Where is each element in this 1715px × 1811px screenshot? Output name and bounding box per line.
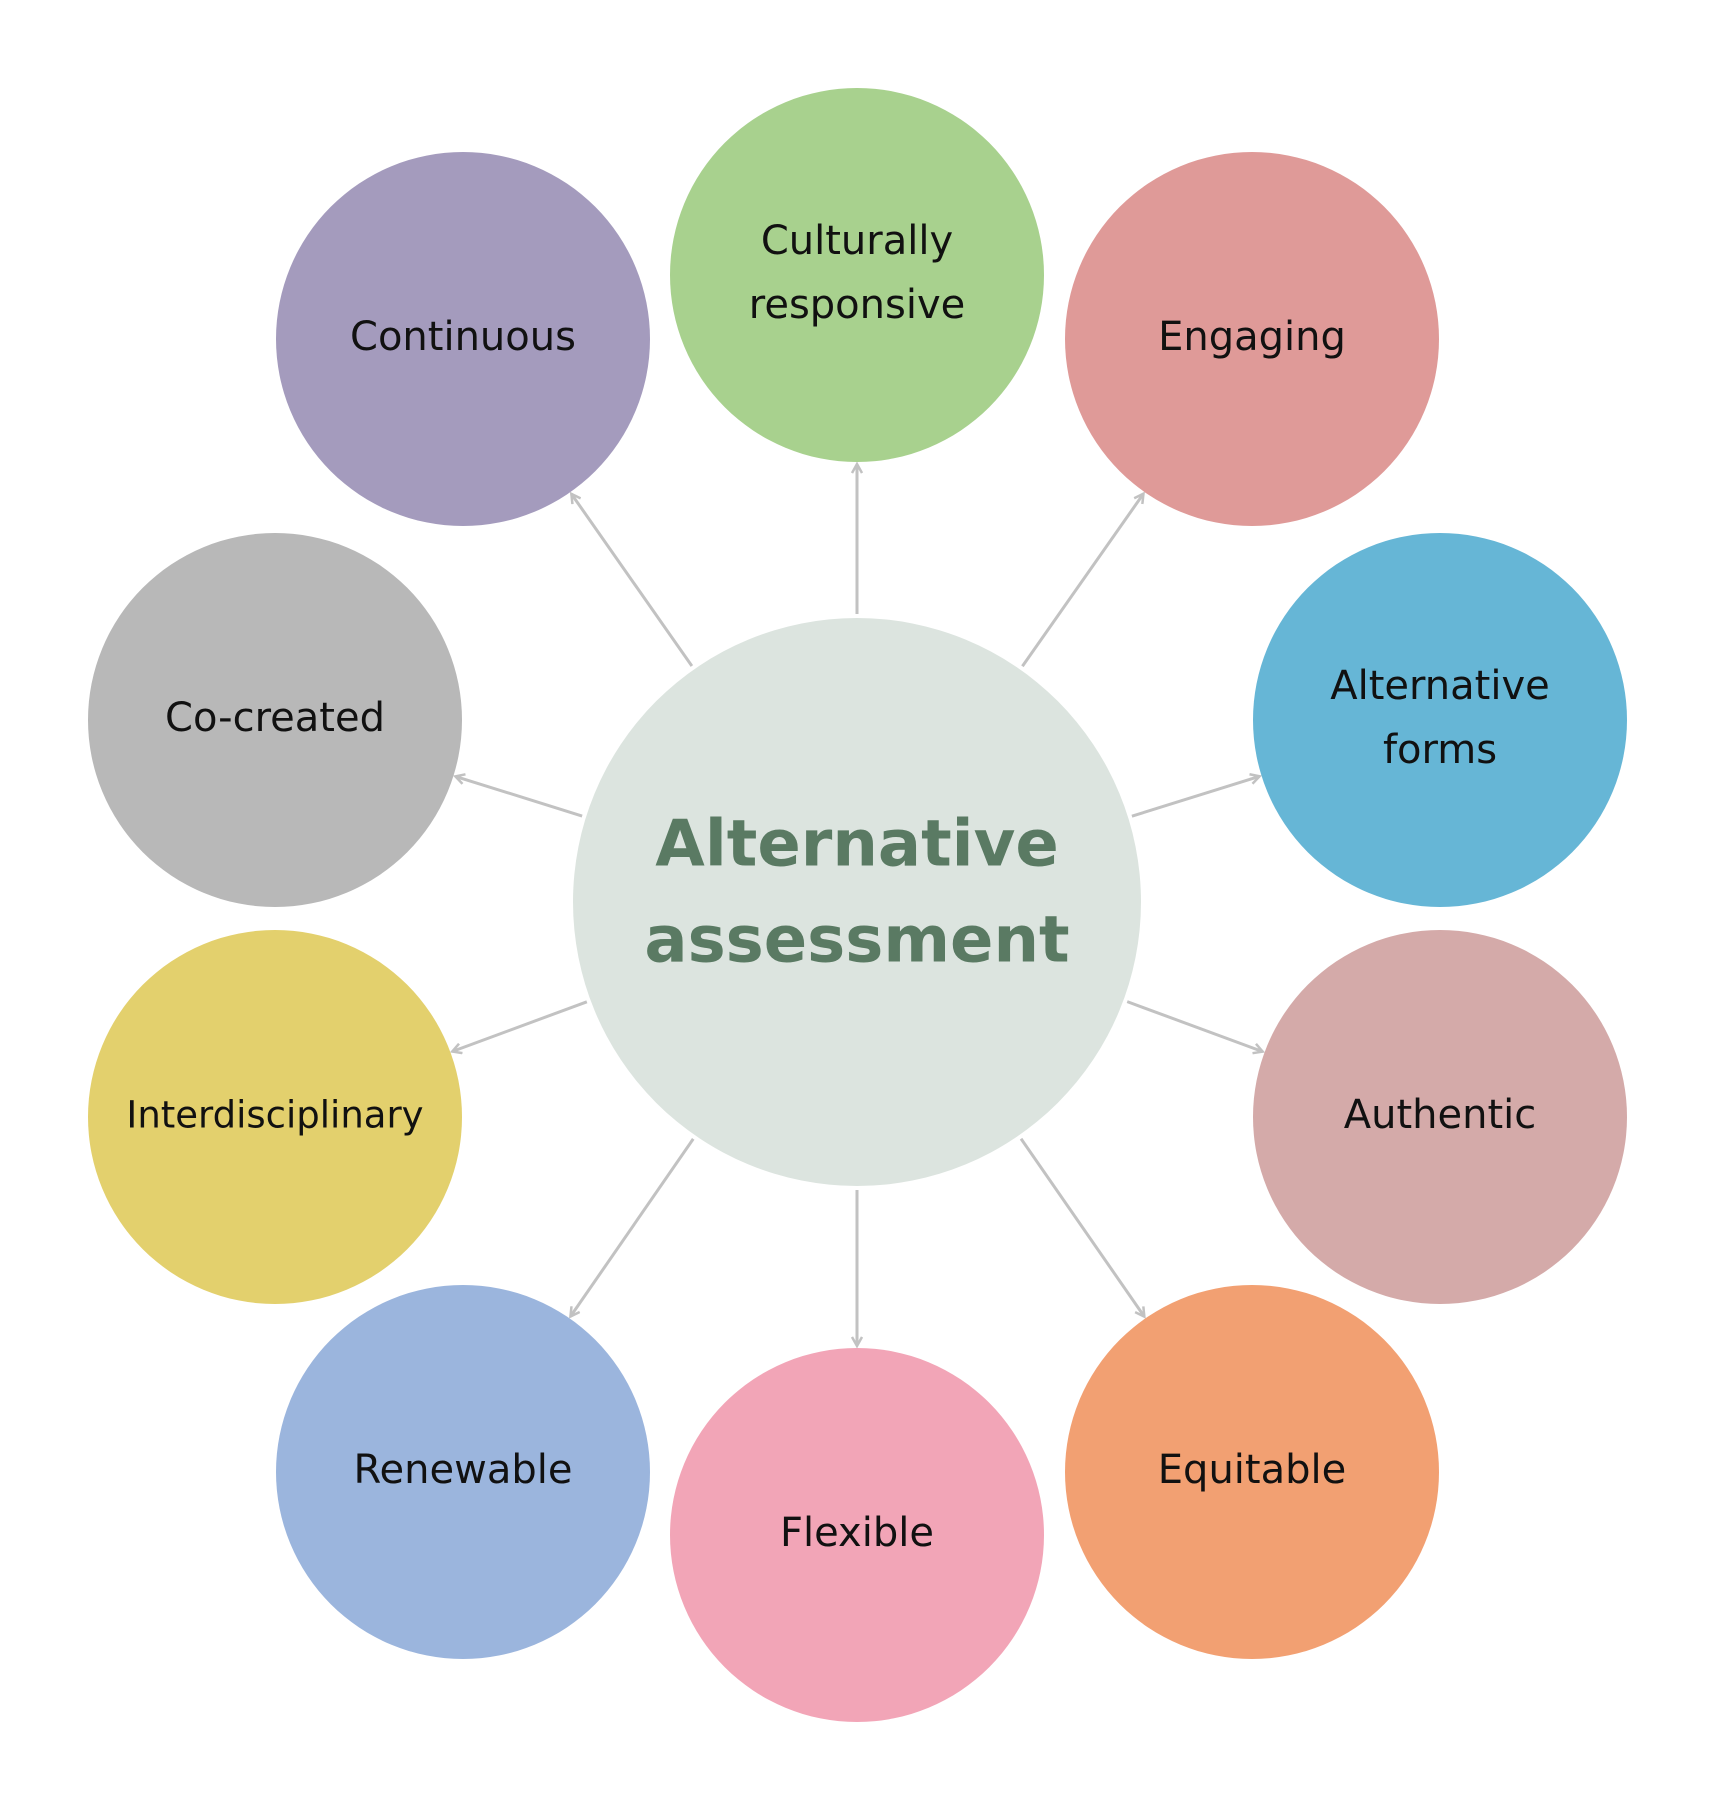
node-circle-alternative-forms bbox=[1253, 533, 1627, 907]
node-label-equitable: Equitable bbox=[1158, 1447, 1346, 1493]
node-co-created: Co-created bbox=[88, 533, 462, 907]
node-circle-renewable bbox=[276, 1285, 650, 1659]
node-circle-culturally-responsive bbox=[670, 88, 1044, 462]
arrow-equitable bbox=[1019, 1137, 1144, 1317]
node-label-co-created: Co-created bbox=[165, 695, 385, 741]
node-circle-engaging bbox=[1065, 152, 1439, 526]
node-label-alternative-forms: Alternative bbox=[1330, 663, 1549, 709]
arrow-alternative-forms bbox=[1131, 776, 1260, 818]
node-label-authentic: Authentic bbox=[1344, 1092, 1537, 1138]
arrow-engaging bbox=[1021, 494, 1143, 668]
center-circle bbox=[573, 618, 1141, 1186]
connectors bbox=[452, 464, 1262, 1346]
node-label-engaging: Engaging bbox=[1158, 314, 1346, 360]
node-flexible: Flexible bbox=[670, 1348, 1044, 1722]
node-circle-equitable bbox=[1065, 1285, 1439, 1659]
node-authentic: Authentic bbox=[1253, 930, 1627, 1304]
arrow-interdisciplinary bbox=[452, 1000, 588, 1052]
center-title-line: Alternative bbox=[655, 808, 1058, 882]
arrow-renewable bbox=[570, 1138, 695, 1317]
node-circle-authentic bbox=[1253, 930, 1627, 1304]
arrow-continuous bbox=[571, 494, 694, 667]
node-interdisciplinary: Interdisciplinary bbox=[88, 930, 462, 1304]
center-node: Alternative assessment bbox=[573, 618, 1141, 1186]
node-engaging: Engaging bbox=[1065, 152, 1439, 526]
arrow-co-created bbox=[455, 776, 583, 818]
node-circle-continuous bbox=[276, 152, 650, 526]
node-label-alternative-forms: forms bbox=[1383, 727, 1497, 773]
node-alternative-forms: Alternative forms bbox=[1253, 533, 1627, 907]
arrow-authentic bbox=[1126, 1000, 1262, 1052]
node-renewable: Renewable bbox=[276, 1285, 650, 1659]
node-circle-co-created bbox=[88, 533, 462, 907]
node-label-culturally-responsive: Culturally bbox=[761, 218, 953, 264]
node-circle-interdisciplinary bbox=[88, 930, 462, 1304]
node-label-continuous: Continuous bbox=[350, 314, 576, 360]
node-culturally-responsive: Culturally responsive bbox=[670, 88, 1044, 462]
node-continuous: Continuous bbox=[276, 152, 650, 526]
node-label-flexible: Flexible bbox=[780, 1510, 934, 1556]
node-label-interdisciplinary: Interdisciplinary bbox=[126, 1094, 423, 1137]
node-label-renewable: Renewable bbox=[354, 1447, 573, 1493]
node-circle-flexible bbox=[670, 1348, 1044, 1722]
node-label-culturally-responsive: responsive bbox=[749, 282, 965, 328]
node-equitable: Equitable bbox=[1065, 1285, 1439, 1659]
center-title-line: assessment bbox=[644, 904, 1069, 978]
